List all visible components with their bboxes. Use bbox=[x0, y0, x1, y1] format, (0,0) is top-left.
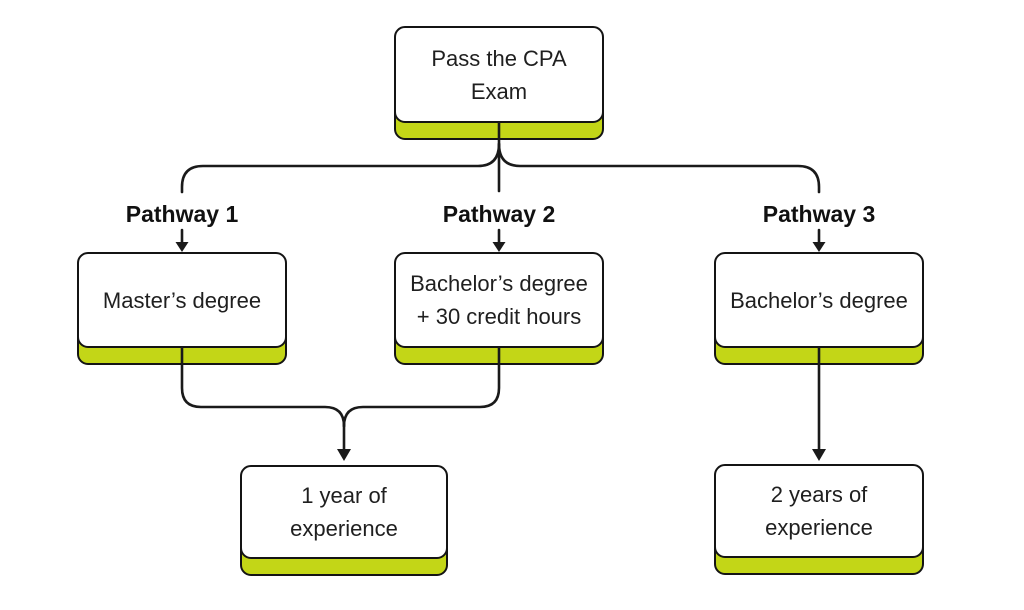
node-box: Bachelor’s degree + 30 credit hours bbox=[394, 252, 604, 348]
pathway-3-label: Pathway 3 bbox=[762, 201, 876, 227]
node-text-line: Bachelor’s degree bbox=[730, 287, 908, 313]
node-bachelors-plus-30: Bachelor’s degree + 30 credit hours bbox=[394, 252, 604, 365]
node-pass-cpa-exam: Pass the CPA Exam bbox=[394, 26, 604, 140]
arrowhead-pathway1 bbox=[175, 242, 189, 252]
node-box: Bachelor’s degree bbox=[714, 252, 924, 348]
pathway-2-label: Pathway 2 bbox=[442, 201, 556, 227]
node-text-line: experience bbox=[765, 515, 873, 540]
node-1-year-experience: 1 year of experience bbox=[240, 465, 448, 576]
node-text-line: experience bbox=[290, 516, 398, 541]
connector-exam-to-pathway1 bbox=[180, 142, 501, 194]
node-text-line: Exam bbox=[470, 78, 528, 104]
arrowhead-exp2 bbox=[812, 449, 826, 461]
node-text-line: + 30 credit hours bbox=[416, 304, 582, 329]
node-text-line: Pass the CPA bbox=[431, 45, 567, 71]
connector-exam-to-pathway3 bbox=[497, 142, 821, 194]
node-text-line: Bachelor’s degree bbox=[410, 271, 588, 296]
pathway-1-label: Pathway 1 bbox=[125, 201, 239, 227]
arrowhead-pathway2 bbox=[492, 242, 506, 252]
node-box: 2 years of experience bbox=[714, 464, 924, 558]
node-box: 1 year of experience bbox=[240, 465, 448, 559]
arrowhead-exp1 bbox=[337, 449, 351, 461]
arrowhead-pathway3 bbox=[812, 242, 826, 252]
node-text-line: 2 years of bbox=[770, 482, 868, 507]
node-bachelors-degree: Bachelor’s degree bbox=[714, 252, 924, 365]
node-2-years-experience: 2 years of experience bbox=[714, 464, 924, 575]
node-text-line: Master’s degree bbox=[102, 287, 262, 313]
node-box: Master’s degree bbox=[77, 252, 287, 348]
node-masters-degree: Master’s degree bbox=[77, 252, 287, 365]
node-text-line: 1 year of bbox=[301, 483, 387, 508]
node-box: Pass the CPA Exam bbox=[394, 26, 604, 123]
